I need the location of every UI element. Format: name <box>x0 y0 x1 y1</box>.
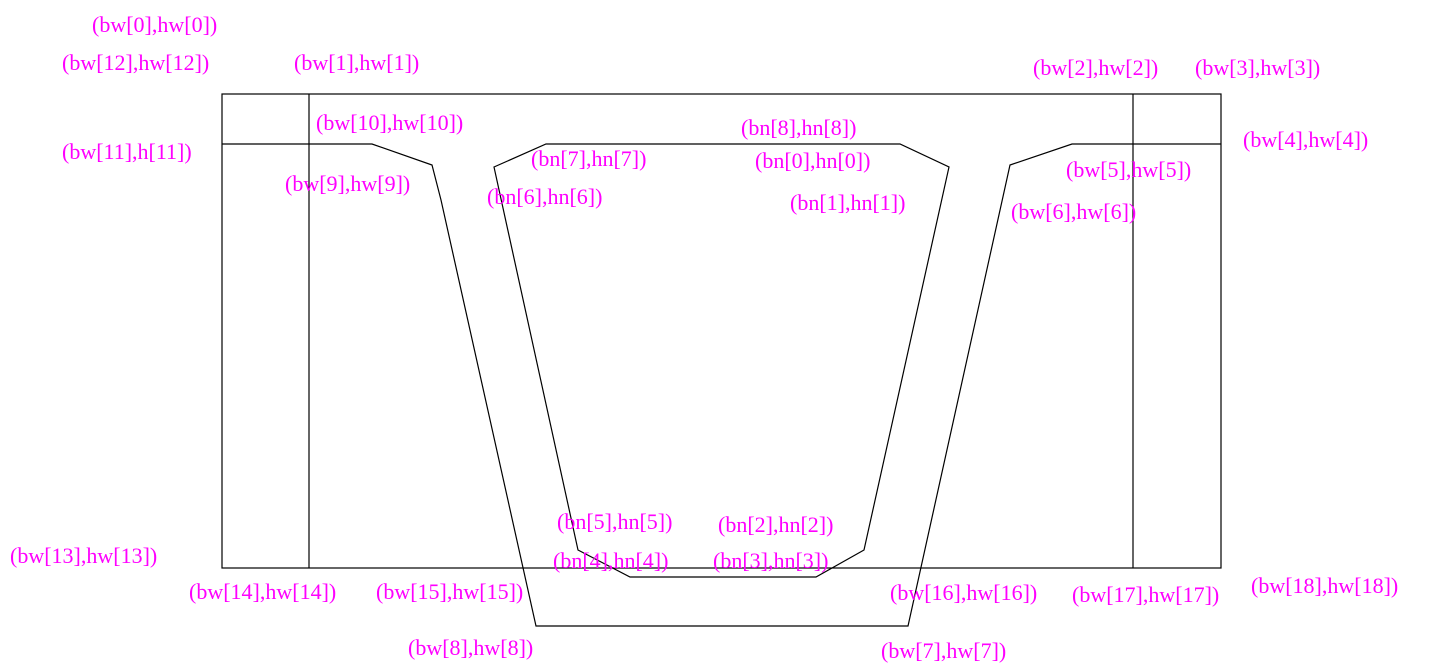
label-bw1: (bw[1],hw[1]) <box>294 50 419 75</box>
label-bw17: (bw[17],hw[17]) <box>1072 582 1219 607</box>
label-bn2: (bn[2],hn[2]) <box>718 512 833 537</box>
label-bn0: (bn[0],hn[0]) <box>755 148 870 173</box>
deck-outer-boundary <box>221 93 1222 569</box>
label-bw10: (bw[10],hw[10]) <box>316 110 463 135</box>
point-labels: (bw[0],hw[0]) (bw[12],hw[12]) (bw[1],hw[… <box>10 12 1398 663</box>
label-bw18: (bw[18],hw[18]) <box>1251 573 1398 598</box>
label-bw12: (bw[12],hw[12]) <box>62 50 209 75</box>
label-bw2: (bw[2],hw[2]) <box>1033 55 1158 80</box>
label-bn7: (bn[7],hn[7]) <box>531 146 646 171</box>
label-bn8: (bn[8],hn[8]) <box>741 115 856 140</box>
label-bn1: (bn[1],hn[1]) <box>790 190 905 215</box>
label-bn6: (bn[6],hn[6]) <box>487 184 602 209</box>
label-bw3: (bw[3],hw[3]) <box>1195 55 1320 80</box>
label-bw5: (bw[5],hw[5]) <box>1066 157 1191 182</box>
label-bw0: (bw[0],hw[0]) <box>92 12 217 37</box>
label-bw11: (bw[11],h[11]) <box>62 139 192 164</box>
label-bw4: (bw[4],hw[4]) <box>1243 127 1368 152</box>
label-bn5: (bn[5],hn[5]) <box>557 509 672 534</box>
label-bn3: (bn[3],hn[3]) <box>713 548 828 573</box>
label-bw14: (bw[14],hw[14]) <box>189 579 336 604</box>
label-bw8: (bw[8],hw[8]) <box>408 635 533 660</box>
label-bw7: (bw[7],hw[7]) <box>881 638 1006 663</box>
label-bw16: (bw[16],hw[16]) <box>890 580 1037 605</box>
label-bw9: (bw[9],hw[9]) <box>285 171 410 196</box>
inner-void-contour <box>493 143 950 578</box>
label-bw15: (bw[15],hw[15]) <box>376 579 523 604</box>
outer-section-contour <box>222 143 1221 627</box>
label-bw13: (bw[13],hw[13]) <box>10 543 157 568</box>
label-bn4: (bn[4],hn[4]) <box>553 548 668 573</box>
label-bw6: (bw[6],hw[6]) <box>1011 199 1136 224</box>
